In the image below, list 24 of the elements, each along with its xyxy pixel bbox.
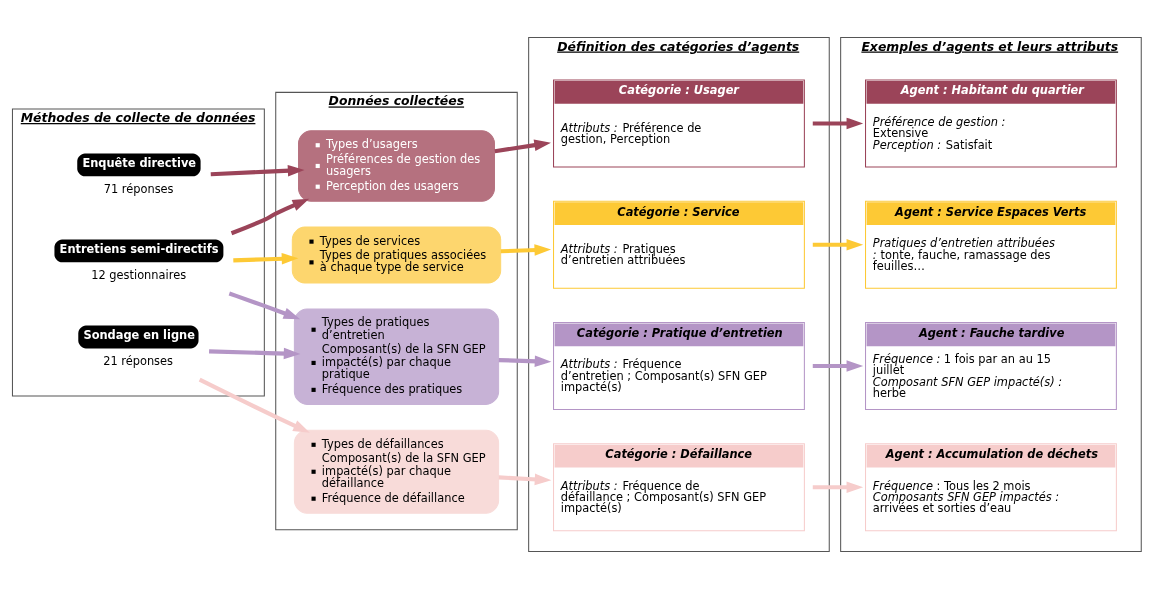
arrow (812, 238, 864, 251)
node-box: Types de défaillances Composant(s) de la SFN GEP impacté(s) par chaque défaillance Fréquence de défaillance (293, 429, 500, 514)
arrow (233, 252, 299, 265)
node-label: 21 réponses (103, 353, 174, 368)
node-box: Types de services Types de pratiques associées à chaque type de service (291, 226, 502, 284)
arrow (498, 355, 552, 368)
arrow (228, 291, 301, 320)
arrow (812, 481, 864, 494)
arrow (494, 139, 551, 154)
node-box: Types d’usagers Préférences de gestion des usagers Perception des usagers (298, 130, 495, 202)
node-label: 12 gestionnaires (91, 267, 187, 282)
arrow (500, 244, 552, 256)
arrow (198, 377, 310, 433)
arrow (230, 198, 310, 236)
arrow (209, 347, 301, 360)
arrow (498, 473, 552, 486)
node-box: Enquête directive (77, 153, 201, 177)
arrow (812, 117, 864, 130)
node-box: Entretiens semi-directifs (54, 239, 224, 263)
arrow (210, 164, 305, 177)
arrow (812, 360, 864, 372)
node-box: Sondage en ligne (78, 325, 199, 349)
node-box: Types de pratiques d’entretien Composant(s) de la SFN GEP impacté(s) par chaque pratique Fréquence des pratiques (293, 308, 500, 405)
node-label: 71 réponses (103, 181, 174, 196)
